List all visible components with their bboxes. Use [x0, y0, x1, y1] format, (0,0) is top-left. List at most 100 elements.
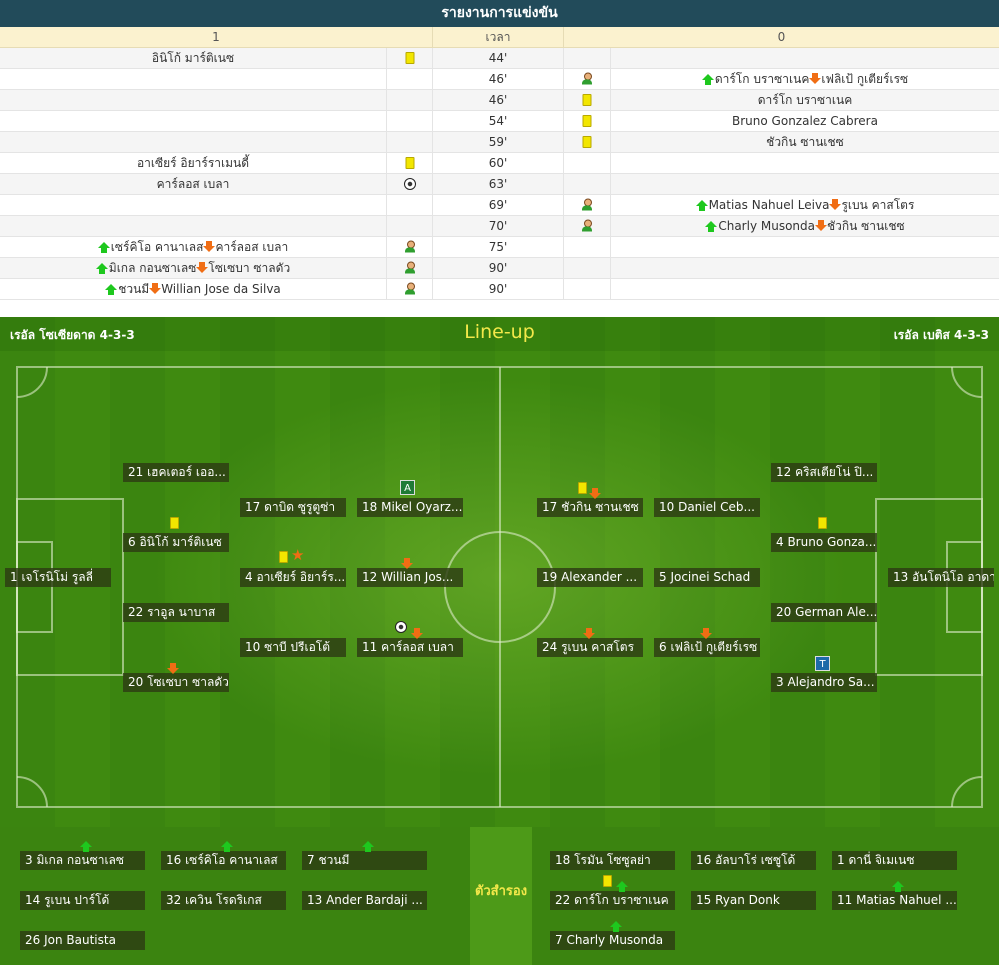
player-home[interactable]: 10 ซาบี ปรีเอโต้ — [240, 638, 346, 657]
player-home[interactable]: 6 อินิโก้ มาร์ติเนซ — [123, 533, 229, 552]
player-out: เฟลิเป้ กูเตียร์เรซ — [821, 72, 909, 86]
substitution-icon — [581, 219, 593, 233]
player-away[interactable]: 5 Jocinei Schad — [654, 568, 760, 587]
yellow-card-icon — [582, 94, 592, 106]
home-event — [0, 69, 387, 89]
player-in: Matias Nahuel Leiva — [708, 198, 830, 212]
bench-player-home[interactable]: 14 รูเบน ปาร์โด้ — [20, 891, 145, 910]
player-home[interactable]: 12 Willian Jos... — [357, 568, 463, 587]
lineup-title: Line-up — [464, 321, 535, 343]
yellow-card-icon — [603, 875, 612, 887]
away-event: ดาร์โก บราซาเนค — [611, 90, 999, 110]
away-event — [611, 48, 999, 68]
yellow-card-icon — [578, 482, 587, 494]
player-home[interactable]: 11 คาร์ลอส เบลา — [357, 638, 463, 657]
home-event: คาร์ลอส เบลา — [0, 174, 387, 194]
event-minute: 70' — [433, 216, 564, 236]
pitch-lines — [16, 366, 983, 808]
player-name: ชัวกิน ซานเชซ — [766, 135, 844, 149]
home-team-formation: เรอัล โซเซียดาด 4-3-3 — [10, 328, 135, 342]
home-event: อินิโก้ มาร์ติเนซ — [0, 48, 387, 68]
bench-player-home[interactable]: 16 เซร์คิโอ คานาเลส — [161, 851, 286, 870]
substitution-icon — [581, 72, 593, 86]
bench-player-home[interactable]: 7 ชวนมี — [302, 851, 427, 870]
event-minute: 90' — [433, 258, 564, 278]
home-event: มิเกล กอนซาเลซ โซเซบา ซาลดัว — [0, 258, 387, 278]
sub-in-arrow-icon — [610, 921, 622, 932]
bench-player-away[interactable]: 15 Ryan Donk — [691, 891, 816, 910]
home-event: ชวนมีWillian Jose da Silva — [0, 279, 387, 299]
event-row: 59' ชัวกิน ซานเชซ — [0, 132, 999, 153]
player-home[interactable]: 4 อาเซียร์ อิยาร์ร... — [240, 568, 346, 587]
player-out: โซเซบา ซาลดัว — [208, 261, 291, 275]
player-in: เซร์คิโอ คานาเลส — [110, 240, 204, 254]
player-away[interactable]: 17 ชัวกิน ซานเชซ — [537, 498, 643, 517]
bench-player-home[interactable]: 32 เควิน โรดริเกส — [161, 891, 286, 910]
player-away[interactable]: 20 German Ale... — [771, 603, 877, 622]
bench-player-away[interactable]: 16 อัลบาโร่ เซซูโด้ — [691, 851, 816, 870]
event-row: อาเซียร์ อิยาร์ราเมนดี้ 60' — [0, 153, 999, 174]
home-event — [0, 216, 387, 236]
player-away[interactable]: 24 รูเบน คาสโตร — [537, 638, 643, 657]
event-row: อินิโก้ มาร์ติเนซ 44' — [0, 48, 999, 69]
bench-label: ตัวสำรอง — [474, 884, 528, 899]
player-away[interactable]: 4 Bruno Gonza... — [771, 533, 877, 552]
bench-player-away[interactable]: 11 Matias Nahuel ... — [832, 891, 957, 910]
player-away[interactable]: 12 คริสเตียโน่ ปิ... — [771, 463, 877, 482]
sub-out-arrow-icon — [401, 558, 413, 569]
event-row: 46' ดาร์โก บราซาเนคเฟลิเป้ กูเตียร์เรซ — [0, 69, 999, 90]
player-away[interactable]: 6 เฟลิเป้ กูเตียร์เรซ — [654, 638, 760, 657]
match-report: รายงานการแข่งขัน 1 เวลา 0 อินิโก้ มาร์ติ… — [0, 0, 999, 300]
player-away[interactable]: 19 Alexander ... — [537, 568, 643, 587]
bench-player-home[interactable]: 26 Jon Bautista — [20, 931, 145, 950]
away-event: Matias Nahuel Leiva รูเบน คาสโตร — [611, 195, 999, 215]
substitution-icon — [404, 261, 416, 275]
home-event: อาเซียร์ อิยาร์ราเมนดี้ — [0, 153, 387, 173]
bench-player-home[interactable]: 13 Ander Bardaji ... — [302, 891, 427, 910]
bench-player-away[interactable]: 22 ดาร์โก บราซาเนค — [550, 891, 675, 910]
bench-player-away[interactable]: 7 Charly Musonda — [550, 931, 675, 950]
player-away-gk[interactable]: 13 อันโตนิโอ อาดาน — [888, 568, 994, 587]
player-home[interactable]: 20 โซเซบา ซาลดัว — [123, 673, 229, 692]
lineup-pitch: เรอัล โซเซียดาด 4-3-3 Line-up เรอัล เบติ… — [0, 317, 999, 827]
home-event — [0, 195, 387, 215]
sub-out-arrow-icon — [167, 663, 179, 674]
sub-in-arrow-icon — [95, 262, 108, 274]
player-home[interactable]: 22 ราอูล นาบาส — [123, 603, 229, 622]
goal-ball-icon — [395, 621, 407, 633]
player-home-gk[interactable]: 1 เจโรนิโม่ รูลลี่ — [5, 568, 111, 587]
event-minute: 69' — [433, 195, 564, 215]
player-away[interactable]: 10 Daniel Ceb... — [654, 498, 760, 517]
yellow-card-icon — [405, 157, 414, 169]
player-in: มิเกล กอนซาเลซ — [108, 261, 197, 275]
yellow-card-icon — [170, 517, 179, 529]
bench-player-away[interactable]: 18 โรมัน โซซูลย่า — [550, 851, 675, 870]
yellow-card-icon — [279, 551, 288, 563]
player-home[interactable]: 17 ดาบิด ซูรูตูซ่า — [240, 498, 346, 517]
sub-out-arrow-icon — [700, 628, 712, 639]
player-out: รูเบน คาสโตร — [841, 198, 915, 212]
report-title: รายงานการแข่งขัน — [0, 0, 999, 27]
bench-player-home[interactable]: 3 มิเกล กอนซาเลซ — [20, 851, 145, 870]
event-row: คาร์ลอส เบลา 63' — [0, 174, 999, 195]
event-minute: 59' — [433, 132, 564, 152]
event-list: อินิโก้ มาร์ติเนซ 44' 46' ดาร์โก บราซาเน… — [0, 48, 999, 300]
event-minute: 63' — [433, 174, 564, 194]
substitution-icon — [404, 282, 416, 296]
sub-in-arrow-icon — [892, 881, 904, 892]
player-out: คาร์ลอส เบลา — [215, 240, 289, 254]
player-home[interactable]: 18 Mikel Oyarz... — [357, 498, 463, 517]
sub-out-arrow-icon — [815, 220, 827, 231]
away-event: Bruno Gonzalez Cabrera — [611, 111, 999, 131]
yellow-card-icon — [405, 52, 414, 64]
bench-player-away[interactable]: 1 ดานี่ จิเมเนซ — [832, 851, 957, 870]
event-minute: 75' — [433, 237, 564, 257]
sub-in-arrow-icon — [97, 241, 110, 253]
sub-in-arrow-icon — [695, 199, 708, 211]
event-minute: 46' — [433, 90, 564, 110]
player-away[interactable]: 3 Alejandro Sa... — [771, 673, 877, 692]
player-home[interactable]: 21 เฮคเตอร์ เออ... — [123, 463, 229, 482]
substitution-icon — [581, 198, 593, 212]
sub-out-arrow-icon — [589, 488, 601, 499]
